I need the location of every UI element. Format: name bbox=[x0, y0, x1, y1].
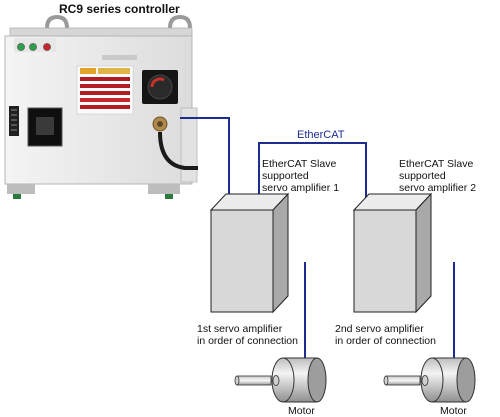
handle-right-icon bbox=[168, 14, 192, 29]
vent-slots-icon bbox=[9, 106, 19, 136]
amplifier-1-caption: EtherCAT Slave supported servo amplifier… bbox=[262, 158, 339, 194]
amplifier-1-caption-line: servo amplifier 1 bbox=[262, 182, 340, 194]
amplifier-1-order-line: in order of connection bbox=[197, 335, 298, 347]
servo-amplifier-1 bbox=[209, 192, 290, 314]
amplifier-2-caption-line: servo amplifier 2 bbox=[399, 182, 477, 194]
cable-controller-to-amp1 bbox=[180, 117, 230, 207]
amplifier-1-caption-line: supported bbox=[262, 170, 309, 182]
amplifier-2-order-line: in order of connection bbox=[335, 335, 436, 347]
power-switch-icon bbox=[142, 70, 178, 104]
ethercat-label: EtherCAT bbox=[297, 129, 345, 141]
motor-2-icon bbox=[383, 357, 476, 403]
amplifier-2-order: 2nd servo amplifier in order of connecti… bbox=[335, 323, 436, 347]
servo-amplifier-2 bbox=[352, 192, 433, 314]
amplifier-2-order-line: 2nd servo amplifier bbox=[335, 323, 424, 335]
amplifier-2-caption-line: EtherCAT Slave bbox=[399, 158, 474, 170]
controller-title: RC9 series controller bbox=[59, 2, 180, 16]
connector-cable-icon bbox=[152, 116, 198, 170]
handle-left-icon bbox=[45, 14, 69, 29]
amplifier-2-caption-line: supported bbox=[399, 170, 446, 182]
motor-2-label: Motor bbox=[440, 405, 467, 417]
amplifier-1-order-line: 1st servo amplifier bbox=[197, 323, 283, 335]
fan-port-icon bbox=[27, 107, 63, 147]
motor-1-icon bbox=[234, 357, 327, 403]
cable-amp1-to-amp2 bbox=[258, 142, 367, 207]
indicator-lamps-icon bbox=[14, 38, 56, 52]
controller-feet-icon bbox=[7, 184, 180, 199]
amplifier-1-caption-line: EtherCAT Slave bbox=[262, 158, 337, 170]
warning-stickers-icon bbox=[76, 65, 134, 115]
amplifier-2-caption: EtherCAT Slave supported servo amplifier… bbox=[399, 158, 476, 194]
amplifier-1-order: 1st servo amplifier in order of connecti… bbox=[197, 323, 298, 347]
controller-unit bbox=[4, 14, 198, 199]
motor-1-label: Motor bbox=[288, 405, 315, 417]
ethercat-cabling bbox=[180, 117, 455, 363]
